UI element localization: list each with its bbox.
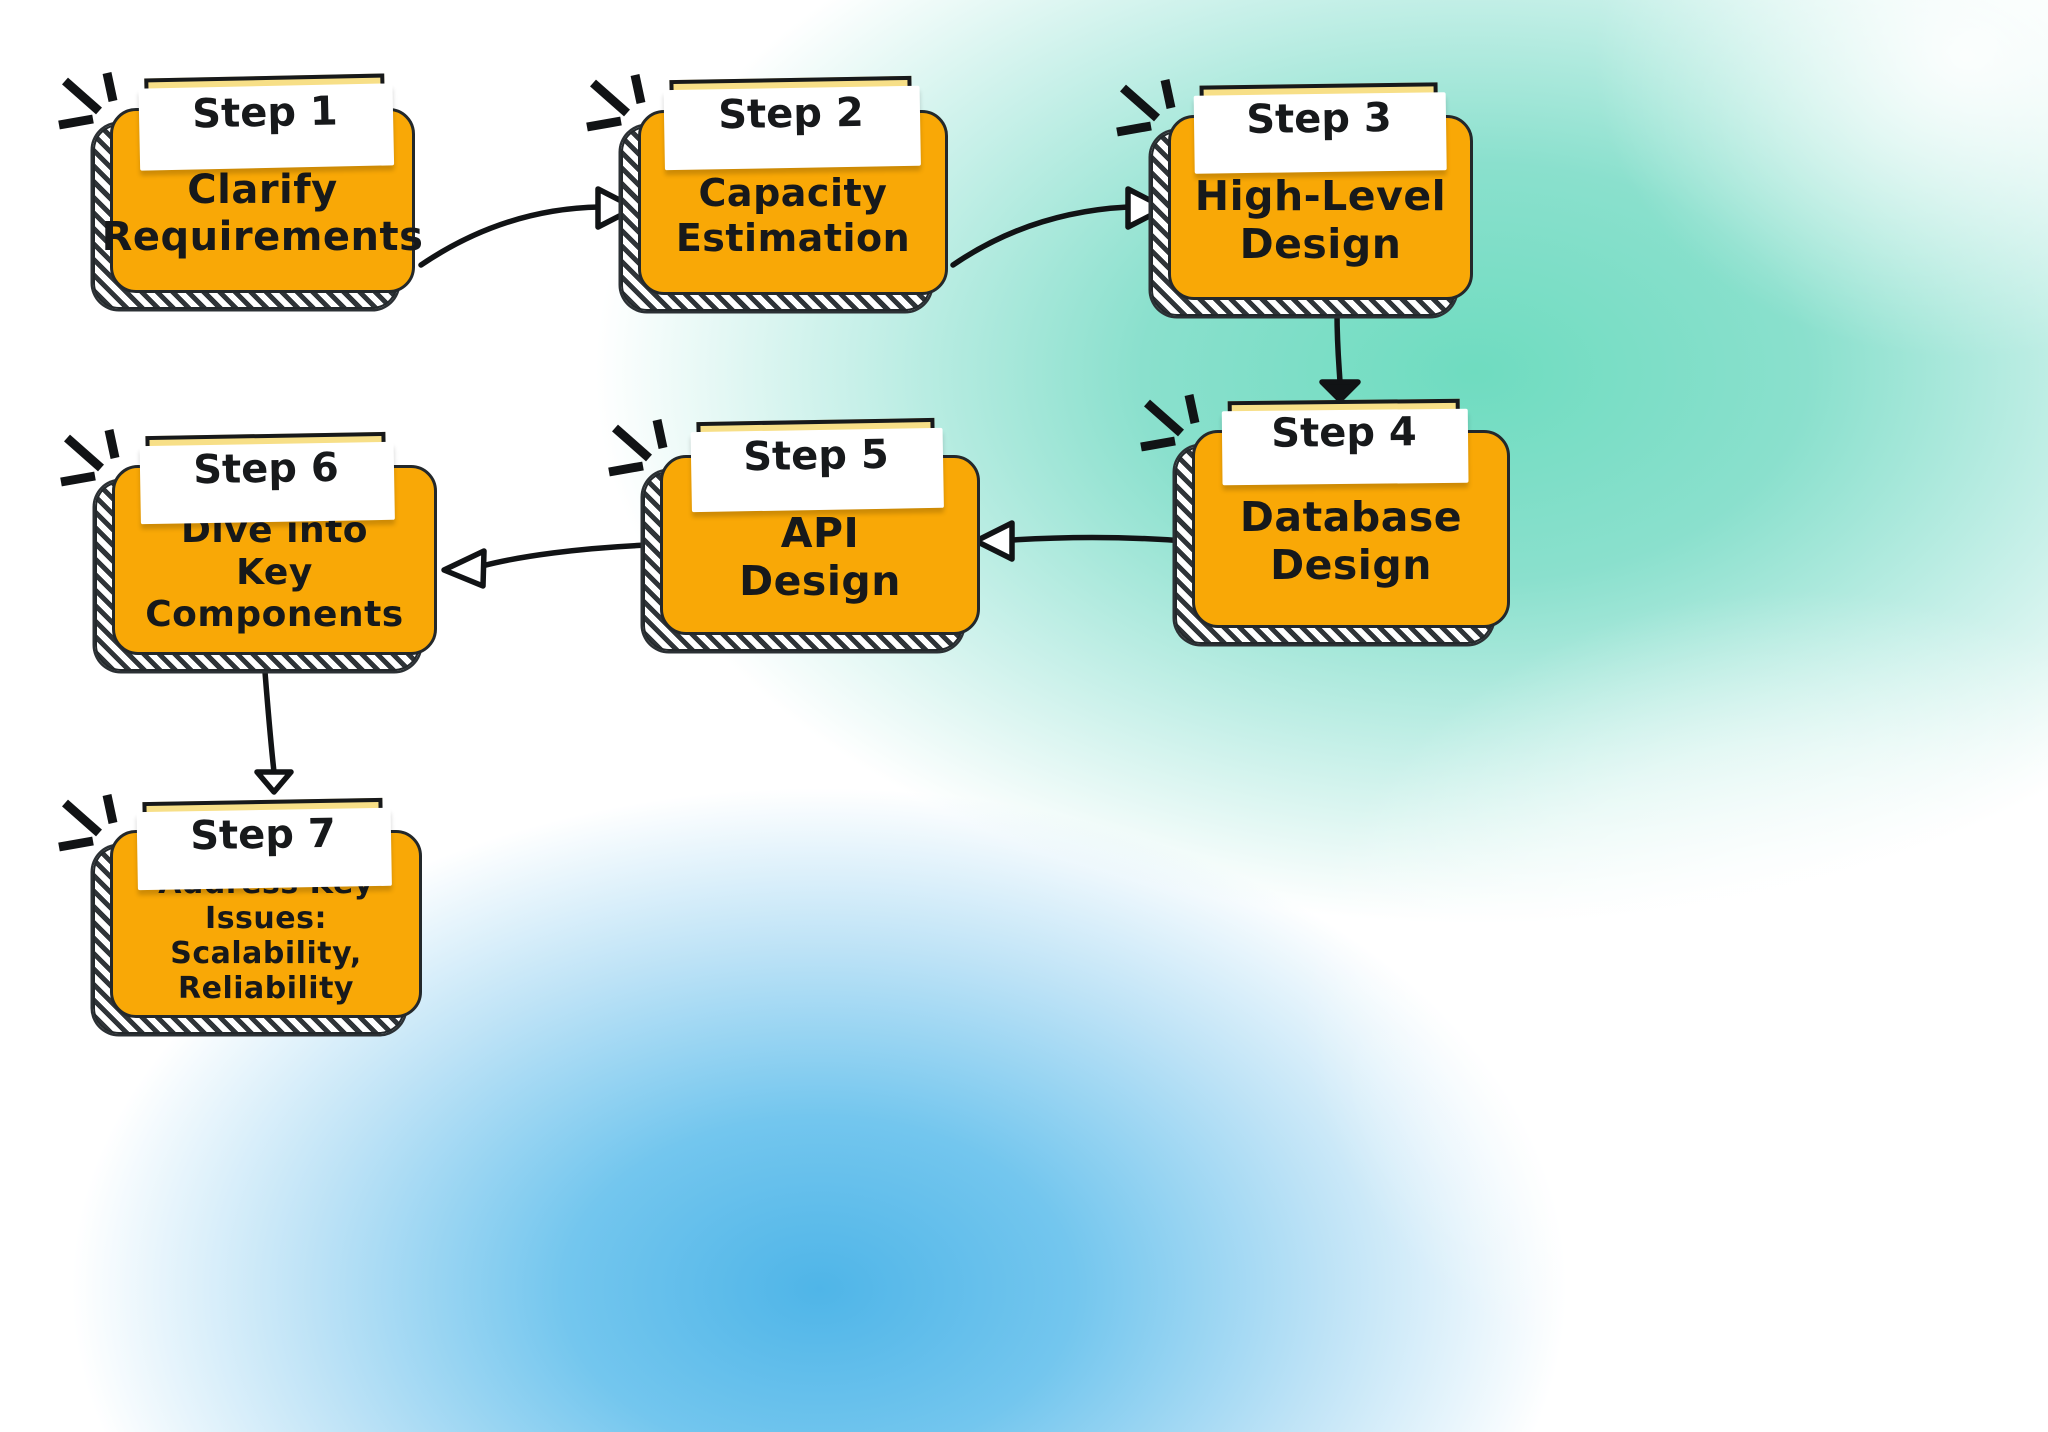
node-label-line: API — [780, 509, 860, 558]
sparkle-icon — [1116, 79, 1176, 137]
step-tab-step5[interactable]: Step 5 — [690, 417, 944, 513]
step-tab-step3[interactable]: Step 3 — [1193, 82, 1447, 174]
step-tab-step2[interactable]: Step 2 — [663, 75, 921, 171]
step-tab-step7[interactable]: Step 7 — [136, 797, 392, 891]
node-label-line: Design — [1270, 541, 1432, 589]
node-label-line: Capacity — [698, 171, 888, 216]
step-tab-step4[interactable]: Step 4 — [1221, 398, 1469, 486]
step-tab-step6[interactable]: Step 6 — [139, 431, 395, 525]
sparkle-icon — [608, 419, 668, 477]
step-tab-label: Step 5 — [742, 431, 890, 481]
sparkle-icon — [58, 72, 118, 130]
step-tab-label: Step 2 — [717, 89, 865, 139]
sparkle-icon — [1140, 394, 1200, 452]
sparkle-icon — [58, 794, 118, 852]
node-label-line: Requirements — [101, 213, 424, 260]
node-label-line: Scalability, Reliability — [170, 936, 362, 1006]
node-label-line: Design — [1239, 219, 1402, 268]
node-label-line: Key Components — [145, 552, 404, 635]
node-label-line: Design — [739, 557, 901, 605]
step-tab-step1[interactable]: Step 1 — [138, 73, 395, 171]
node-label-line: Clarify — [187, 167, 338, 214]
step-tab-label: Step 7 — [189, 810, 337, 860]
node-label-line: Database — [1239, 493, 1463, 542]
step-tab-label: Step 6 — [192, 444, 340, 494]
node-label-line: Estimation — [675, 215, 911, 260]
sparkle-icon — [586, 74, 646, 132]
step-tab-label: Step 4 — [1271, 409, 1417, 457]
step-tab-label: Step 3 — [1245, 94, 1393, 144]
node-label-line: High-Level — [1194, 171, 1447, 220]
sparkle-icon — [60, 429, 120, 487]
step-tab-label: Step 1 — [191, 88, 339, 138]
